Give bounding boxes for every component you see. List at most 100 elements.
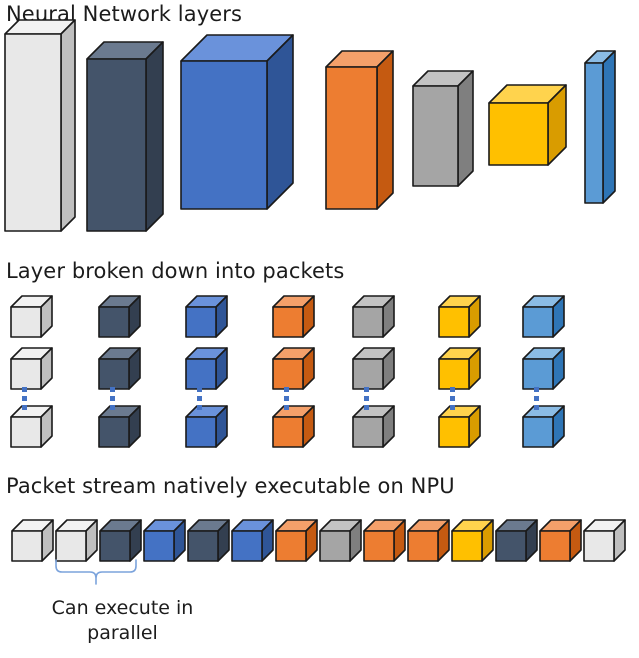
layer-4-box <box>325 50 395 211</box>
neural-network-layer-row <box>0 0 639 250</box>
stream-cube-4 <box>143 519 187 563</box>
stream-cube-9-shape <box>363 519 406 562</box>
stream-cube-13 <box>539 519 583 563</box>
packet-column-6-shape <box>438 347 481 390</box>
packet-column-2-cube-3 <box>98 405 142 449</box>
layer-3-shape <box>180 34 294 210</box>
packet-column-2-cube-1 <box>98 295 142 339</box>
packet-column-7-ellipsis-connector <box>534 387 539 414</box>
packet-column-2-cube-2 <box>98 347 142 391</box>
packet-column-1-cube-3 <box>10 405 54 449</box>
stream-cube-11 <box>451 519 495 563</box>
stream-cube-10 <box>407 519 451 563</box>
stream-cube-8 <box>319 519 363 563</box>
packet-column-4-cube-3 <box>272 405 316 449</box>
stream-cube-1-shape <box>11 519 54 562</box>
stream-cube-6 <box>231 519 275 563</box>
packet-column-4-ellipsis-connector <box>284 387 289 414</box>
packet-column-4-shape <box>272 347 315 390</box>
layer-2-box <box>86 41 165 233</box>
packet-column-5-cube-3 <box>352 405 396 449</box>
packet-column-6-cube-1 <box>438 295 482 339</box>
packet-column-7-cube-3 <box>522 405 566 449</box>
packet-column-2-shape <box>98 347 141 390</box>
stream-cube-12 <box>495 519 539 563</box>
packet-column-4-cube-2 <box>272 347 316 391</box>
parallel-caption-line-1: Can execute in <box>51 597 194 619</box>
layer-7-shape <box>584 50 616 204</box>
packet-column-3-cube-1 <box>185 295 229 339</box>
packet-column-2-shape <box>98 405 141 448</box>
packet-column-5-cube-2 <box>352 347 396 391</box>
stream-cube-7 <box>275 519 319 563</box>
stream-cube-3 <box>99 519 143 563</box>
parallel-caption-line-2: parallel <box>87 622 158 644</box>
packet-column-1-cube-1 <box>10 295 54 339</box>
layer-6-box <box>488 84 568 167</box>
stream-cube-14-shape <box>583 519 626 562</box>
stream-cube-5-shape <box>187 519 230 562</box>
packet-column-7-cube-1 <box>522 295 566 339</box>
stream-cube-12-shape <box>495 519 538 562</box>
layer-3-box <box>180 34 295 211</box>
stream-cube-13-shape <box>539 519 582 562</box>
packet-column-6-ellipsis-connector <box>450 387 455 414</box>
packet-column-3-shape <box>185 405 228 448</box>
parallel-caption: Can execute in parallel <box>40 596 205 646</box>
packet-column-1-cube-2 <box>10 347 54 391</box>
stream-cube-5 <box>187 519 231 563</box>
packet-column-5-ellipsis-connector <box>364 387 369 414</box>
page-title-stream: Packet stream natively executable on NPU <box>6 474 455 498</box>
parallel-annotation-group: Can execute in parallel <box>40 558 220 658</box>
stream-cube-14 <box>583 519 627 563</box>
packet-column-6-shape <box>438 295 481 338</box>
stream-cube-11-shape <box>451 519 494 562</box>
packet-column-1-shape <box>10 405 53 448</box>
packet-column-3-cube-2 <box>185 347 229 391</box>
packet-column-5-shape <box>352 295 395 338</box>
packet-column-7-shape <box>522 405 565 448</box>
layer-4-shape <box>325 50 394 210</box>
packet-column-4-cube-1 <box>272 295 316 339</box>
packet-column-6-shape <box>438 405 481 448</box>
packet-column-2-ellipsis-connector <box>110 387 115 414</box>
packet-column-1-ellipsis-connector <box>22 387 27 414</box>
packet-column-6-cube-3 <box>438 405 482 449</box>
packet-grid <box>0 290 639 450</box>
stream-cube-10-shape <box>407 519 450 562</box>
layer-2-shape <box>86 41 164 232</box>
stream-cube-7-shape <box>275 519 318 562</box>
packet-stream-row <box>0 505 639 575</box>
layer-7-box <box>584 50 617 205</box>
packet-column-4-shape <box>272 295 315 338</box>
packet-column-3-cube-3 <box>185 405 229 449</box>
layer-5-shape <box>412 70 474 187</box>
packet-column-7-shape <box>522 347 565 390</box>
stream-cube-3-shape <box>99 519 142 562</box>
packet-column-1-shape <box>10 295 53 338</box>
layer-6-shape <box>488 84 567 166</box>
curly-brace-icon <box>55 559 137 585</box>
stream-cube-2 <box>55 519 99 563</box>
packet-column-5-shape <box>352 405 395 448</box>
stream-cube-8-shape <box>319 519 362 562</box>
packet-column-3-shape <box>185 295 228 338</box>
packet-column-7-shape <box>522 295 565 338</box>
packet-column-3-ellipsis-connector <box>197 387 202 414</box>
stream-cube-4-shape <box>143 519 186 562</box>
stream-cube-6-shape <box>231 519 274 562</box>
packet-column-4-shape <box>272 405 315 448</box>
packet-column-1-shape <box>10 347 53 390</box>
layer-1-shape <box>4 19 76 232</box>
layer-5-box <box>412 70 475 188</box>
packet-column-2-shape <box>98 295 141 338</box>
page-title-packets: Layer broken down into packets <box>6 259 345 283</box>
stream-cube-2-shape <box>55 519 98 562</box>
stream-cube-1 <box>11 519 55 563</box>
layer-1-box <box>4 19 77 233</box>
packet-column-7-cube-2 <box>522 347 566 391</box>
packet-column-3-shape <box>185 347 228 390</box>
packet-column-6-cube-2 <box>438 347 482 391</box>
packet-column-5-cube-1 <box>352 295 396 339</box>
packet-column-5-shape <box>352 347 395 390</box>
